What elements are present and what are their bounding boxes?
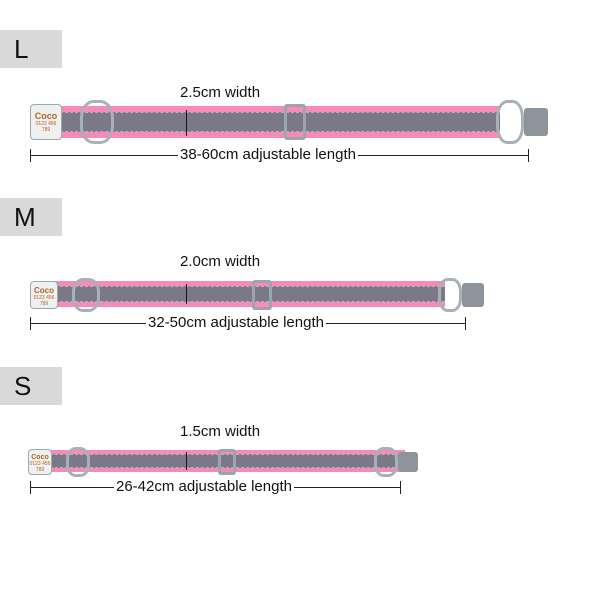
slider-buckle <box>218 449 236 475</box>
d-ring <box>80 100 114 144</box>
clip-end <box>524 108 548 136</box>
length-label-l: 38-60cm adjustable length <box>178 146 358 163</box>
size-label-m: M <box>0 198 62 236</box>
slider-buckle <box>284 104 306 140</box>
size-label-s: S <box>0 367 62 405</box>
length-label-s: 26-42cm adjustable length <box>114 478 294 495</box>
width-arrow <box>186 452 187 470</box>
d-ring <box>66 447 90 477</box>
d-ring <box>496 100 524 144</box>
slider-buckle <box>252 280 272 310</box>
width-arrow <box>186 110 187 136</box>
width-label-m: 2.0cm width <box>180 253 261 270</box>
length-label-m: 32-50cm adjustable length <box>146 314 326 331</box>
size-label-l: L <box>0 30 62 68</box>
clip-end <box>462 283 484 307</box>
width-arrow <box>186 284 187 304</box>
d-ring <box>72 278 100 312</box>
d-ring <box>438 278 462 312</box>
width-label-s: 1.5cm width <box>180 423 261 440</box>
clip-end <box>398 452 418 472</box>
d-ring <box>374 447 398 477</box>
width-label-l: 2.5cm width <box>180 84 261 101</box>
